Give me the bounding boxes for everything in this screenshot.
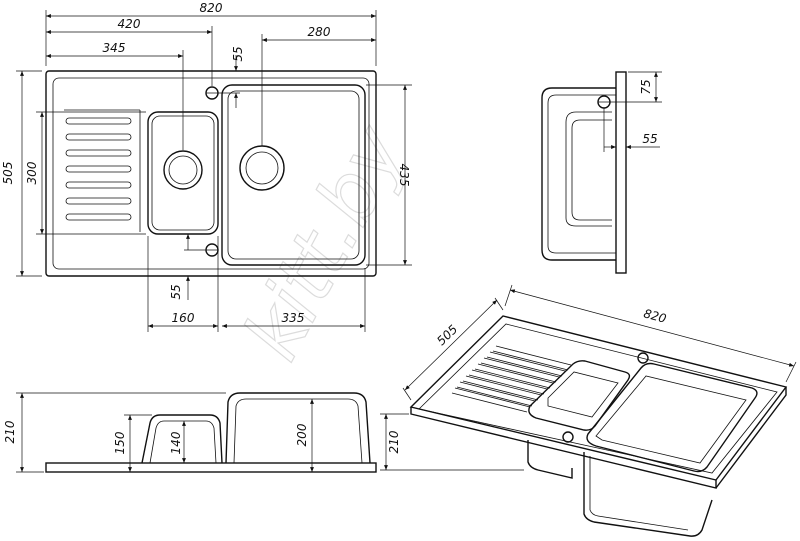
dim-main-bowl-height: 200 (295, 423, 309, 446)
dim-small-bowl-width: 160 (172, 311, 195, 325)
dim-iso-width: 820 (642, 306, 668, 326)
dim-drainer-width: 345 (103, 41, 126, 55)
dim-overall-depth: 505 (1, 162, 15, 185)
drainer-ribs (64, 109, 141, 232)
iso-tap-hole-bottom (562, 431, 574, 443)
dim-small-bowl-outer: 150 (113, 431, 127, 454)
dim-overall-width: 820 (200, 1, 223, 15)
dim-main-bowl-depth: 435 (397, 164, 411, 187)
dim-tap-offset-side: 55 (642, 132, 657, 146)
dim-tap-offset-bottom: 55 (169, 284, 183, 299)
dim-width-to-center: 420 (118, 17, 141, 31)
watermark: kitt.by (227, 111, 424, 374)
dim-iso-height: 210 (387, 430, 401, 453)
dim-main-bowl-width: 335 (282, 311, 305, 325)
top-view: 820 420 345 280 55 505 300 435 (1, 1, 412, 332)
iso-drainer-ribs (451, 345, 572, 413)
side-view: 75 55 (541, 71, 662, 274)
dim-main-bowl-center: 280 (308, 25, 331, 39)
front-view: 210 150 140 200 (3, 392, 377, 473)
iso-view: 505 820 210 (380, 284, 797, 537)
dim-iso-depth: 505 (434, 322, 460, 348)
dim-small-bowl-inner: 140 (169, 431, 183, 454)
dim-tap-height: 75 (639, 79, 653, 94)
dim-tap-offset-top: 55 (231, 46, 245, 61)
dim-small-bowl-depth: 300 (25, 161, 39, 184)
dim-front-height: 210 (3, 420, 17, 443)
